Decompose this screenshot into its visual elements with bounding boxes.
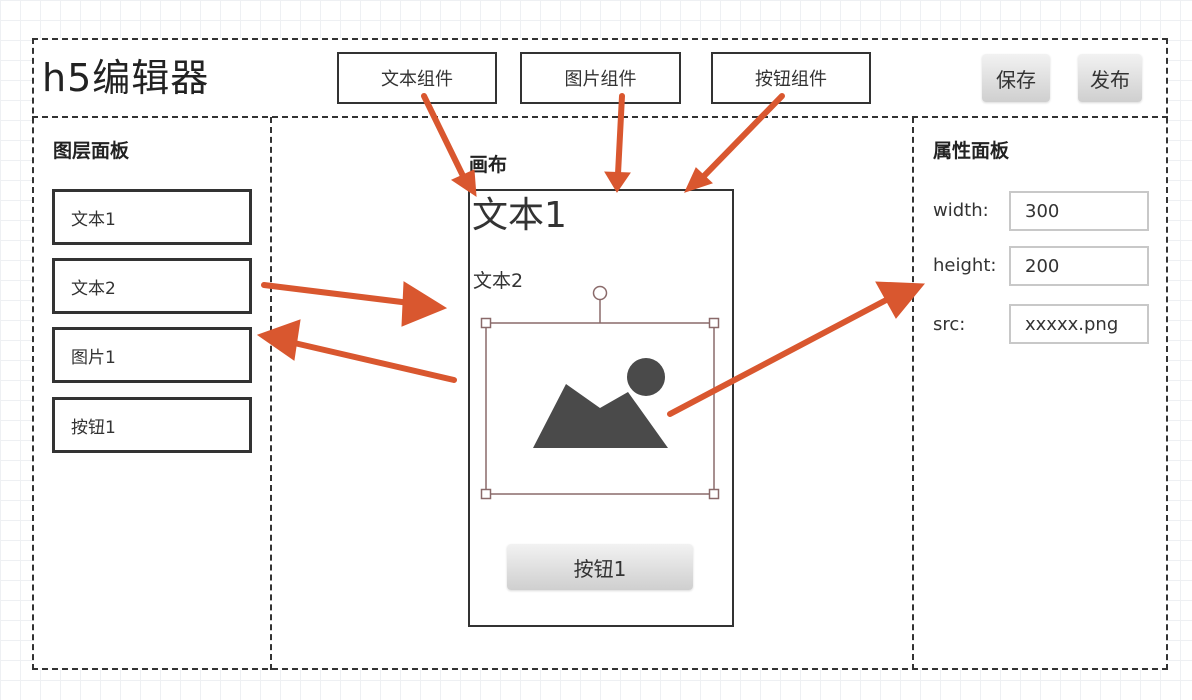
resize-handle-bottom-left[interactable] <box>480 488 492 500</box>
layer-item-text1[interactable]: 文本1 <box>52 189 252 245</box>
toolbox-text-component[interactable]: 文本组件 <box>337 52 497 104</box>
rotate-handle[interactable] <box>592 285 608 301</box>
prop-label-width: width: <box>933 200 989 221</box>
image-placeholder-icon <box>533 358 668 448</box>
resize-handle-top-right[interactable] <box>708 317 720 329</box>
left-panel-divider <box>270 117 272 670</box>
canvas-title: 画布 <box>469 154 508 176</box>
canvas-button1[interactable]: 按钮1 <box>507 544 693 590</box>
canvas-image-element[interactable] <box>478 282 724 504</box>
prop-input-src[interactable]: xxxxx.png <box>1009 304 1149 344</box>
canvas-text1[interactable]: 文本1 <box>472 195 567 236</box>
canvas-text2[interactable]: 文本2 <box>473 270 524 292</box>
publish-button[interactable]: 发布 <box>1078 54 1142 102</box>
toolbox-button-component[interactable]: 按钮组件 <box>711 52 871 104</box>
resize-handle-bottom-right[interactable] <box>708 488 720 500</box>
props-panel-title: 属性面板 <box>933 140 1010 162</box>
right-panel-divider <box>912 117 914 670</box>
layer-item-image1[interactable]: 图片1 <box>52 327 252 383</box>
prop-label-src: src: <box>933 314 966 335</box>
toolbox-image-component[interactable]: 图片组件 <box>520 52 681 104</box>
app-title: h5编辑器 <box>42 56 210 100</box>
resize-handle-top-left[interactable] <box>480 317 492 329</box>
prop-input-width[interactable]: 300 <box>1009 191 1149 231</box>
layers-panel-title: 图层面板 <box>53 140 130 162</box>
layer-item-text2[interactable]: 文本2 <box>52 258 252 314</box>
prop-label-height: height: <box>933 255 997 276</box>
save-button[interactable]: 保存 <box>982 54 1050 102</box>
prop-input-height[interactable]: 200 <box>1009 246 1149 286</box>
header-divider <box>32 116 1168 118</box>
layer-item-button1[interactable]: 按钮1 <box>52 397 252 453</box>
